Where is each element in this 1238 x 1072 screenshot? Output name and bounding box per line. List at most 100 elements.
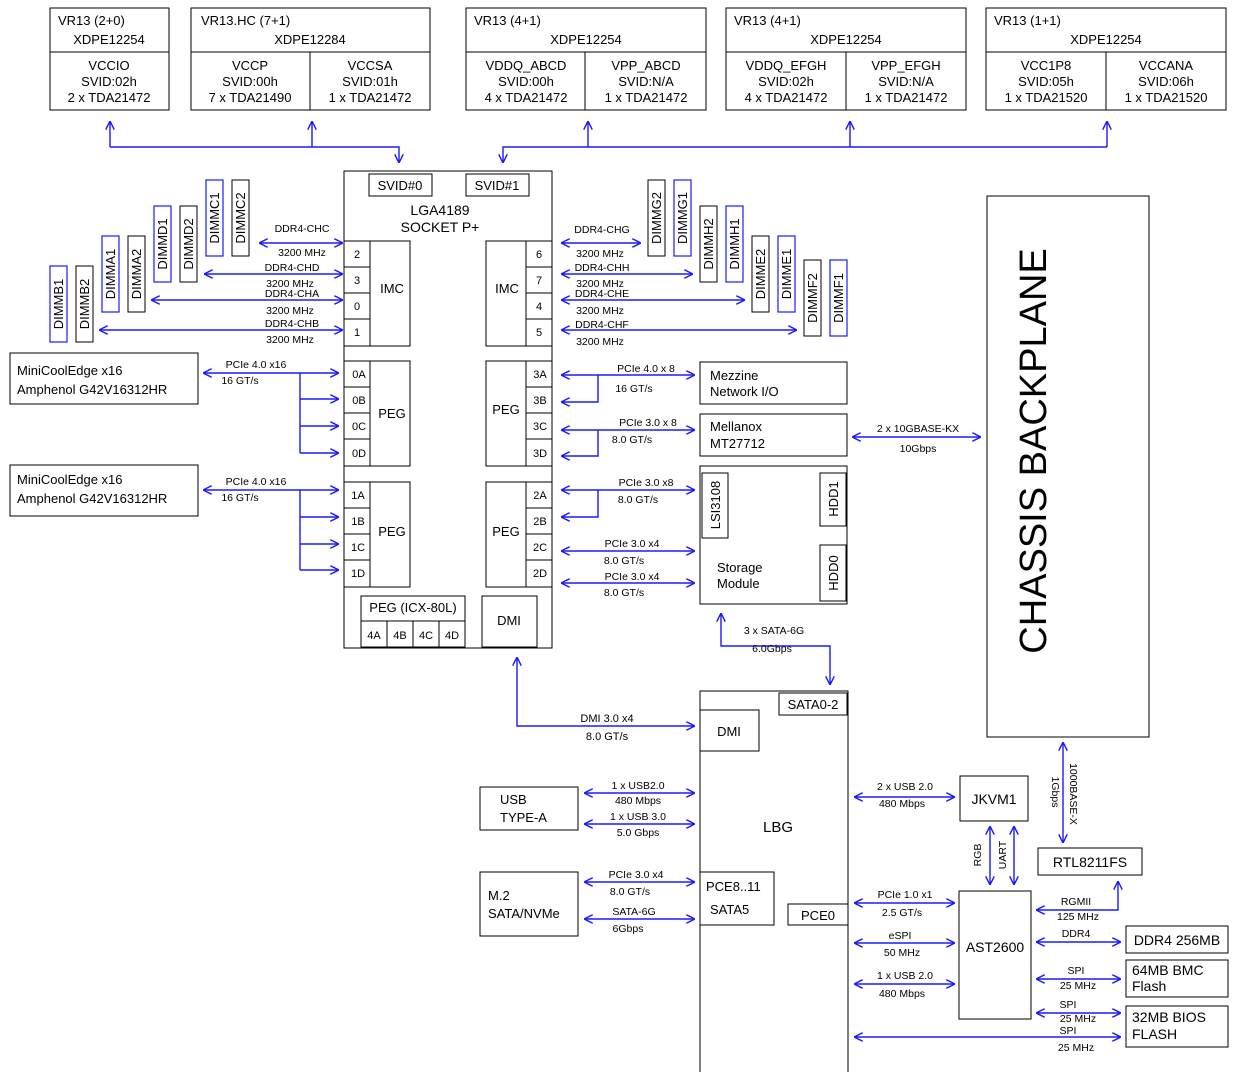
link-rate: 8.0 GT/s (610, 886, 650, 898)
spi-bios-link: SPI 25 MHz (855, 1025, 1120, 1054)
dimm-slot: DIMMF1 (831, 273, 846, 323)
link-name: SPI (1068, 965, 1085, 977)
peg-port: 4A (367, 630, 381, 642)
rail-stages: 1 x TDA21520 (1005, 90, 1088, 105)
chassis-backplane: CHASSIS BACKPLANE 1000BASE-X 1Gbps (986, 195, 1150, 842)
link-name: PCIe 3.0 x8 (619, 477, 674, 489)
connection-line (110, 146, 399, 162)
link-rate: 5.0 Gbps (617, 827, 660, 839)
svid-bus (110, 122, 1107, 162)
dimm-slot: DIMMC2 (233, 192, 248, 243)
link-name: UART (997, 840, 1009, 869)
flash-type: FLASH (1132, 1026, 1177, 1042)
rail-svid: SVID:00h (498, 74, 554, 89)
link-name: PCIe 4.0 x 8 (617, 363, 675, 375)
ddr-channel: DDR4-CHA (265, 288, 319, 300)
mezz-name: Mezzine (710, 368, 758, 383)
lbg-label: LBG (763, 819, 793, 836)
link-name: DDR4 (1062, 928, 1091, 940)
rail-svid: SVID:N/A (618, 74, 674, 89)
rail-svid: SVID:06h (1138, 74, 1194, 89)
ddr-speed: 3200 MHz (266, 305, 314, 317)
rail-stages: 1 x TDA21520 (1125, 90, 1208, 105)
link-name: 2 x USB 2.0 (877, 781, 933, 793)
usb-type-a: USB TYPE-A 1 x USB2.0 480 Mbps 1 x USB 3… (479, 780, 694, 839)
cpu-dmi-label: DMI (497, 613, 521, 628)
phy-label: RTL8211FS (1053, 854, 1127, 870)
block-outline (465, 7, 707, 111)
link-rate: 480 Mbps (879, 988, 925, 1000)
backplane-label: CHASSIS BACKPLANE (1013, 248, 1055, 653)
peg-port: 3D (533, 448, 547, 460)
connection-line (562, 430, 599, 456)
vr-title: VR13 (4+1) (474, 13, 541, 28)
rail-name: VCCP (232, 58, 268, 73)
imc-right-label: IMC (495, 281, 519, 296)
peg-port: 3C (533, 421, 547, 433)
connection-line (503, 146, 1107, 162)
peg-port: 0B (352, 395, 365, 407)
ddr-channel: DDR4-CHF (575, 319, 629, 331)
block-outline (1125, 1005, 1229, 1048)
block-outline (699, 709, 760, 752)
link-rate: 10Gbps (900, 443, 937, 455)
imc-port: 5 (536, 327, 542, 339)
usb-type: TYPE-A (500, 810, 547, 825)
ddr-speed: 3200 MHz (576, 278, 624, 290)
peg-label: PEG (378, 524, 405, 539)
rail-name: VCCIO (88, 58, 129, 73)
block-outline (699, 413, 848, 457)
peg-port: 2D (533, 568, 547, 580)
block-outline (699, 361, 848, 405)
connector-name: MiniCoolEdge x16 (17, 472, 123, 487)
link-rate: 8.0 GT/s (612, 434, 652, 446)
link-rate: 480 Mbps (879, 798, 925, 810)
connection-line (721, 614, 830, 684)
block-outline (368, 173, 433, 197)
rail-name: VDDQ_ABCD (486, 58, 567, 73)
imc-port: 6 (536, 249, 542, 261)
vr-controller: XDPE12284 (274, 32, 346, 47)
dimm-slot: DIMMD1 (155, 218, 170, 269)
dimm-slot: DIMME2 (753, 249, 768, 300)
usb-name: USB (500, 792, 527, 807)
block-outline (673, 179, 692, 257)
block-outline (465, 173, 530, 197)
minicool-2: MiniCoolEdge x16 Amphenol G42V16312HR PC… (9, 464, 338, 570)
link-name: PCIe 3.0 x4 (605, 571, 660, 583)
ddr-speed: 3200 MHz (576, 305, 624, 317)
peg-port: 3A (533, 369, 547, 381)
rail-name: VCCANA (1139, 58, 1194, 73)
block-outline (179, 205, 198, 283)
link-rate: 50 MHz (884, 947, 920, 959)
rtl8211fs: RTL8211FS (1037, 847, 1143, 876)
dimm-right-group: DIMMG2 DIMMG1 DIMMH2 DIMMH1 DIMME2 DIMME… (647, 179, 848, 337)
vr-title: VR13.HC (7+1) (201, 13, 290, 28)
peg-port: 3B (533, 395, 546, 407)
m2-slot: M.2 SATA/NVMe PCIe 3.0 x4 8.0 GT/s SATA-… (479, 869, 694, 937)
link-rate: 16 GT/s (221, 492, 258, 504)
link-name: 1 x USB 2.0 (877, 970, 933, 982)
vr-title: VR13 (1+1) (994, 13, 1061, 28)
vr-1: VR13 (2+0) XDPE12254 VCCIO SVID:02h 2 x … (49, 7, 170, 111)
block-outline (778, 692, 848, 716)
rail-name: VPP_EFGH (871, 58, 940, 73)
block-outline (1125, 959, 1229, 998)
link-name: SPI (1060, 1025, 1077, 1037)
rail-stages: 7 x TDA21490 (209, 90, 292, 105)
ddr-channel: DDR4-CHB (265, 318, 319, 330)
peg-port: 2A (533, 490, 547, 502)
peg-port: 1B (351, 516, 364, 528)
mezzanine: Mezzine Network I/O PCIe 4.0 x 8 16 GT/s (562, 361, 848, 405)
block-outline (803, 259, 822, 337)
block-outline (479, 786, 579, 831)
nic-name: Mellanox (710, 419, 763, 434)
block-outline (49, 7, 170, 111)
connection-line (1037, 882, 1118, 910)
imc-port: 1 (354, 327, 360, 339)
flash-type: Flash (1132, 978, 1166, 994)
block-outline (959, 775, 1029, 822)
block-outline (1037, 847, 1143, 876)
hdd-slot: HDD1 (826, 481, 841, 516)
